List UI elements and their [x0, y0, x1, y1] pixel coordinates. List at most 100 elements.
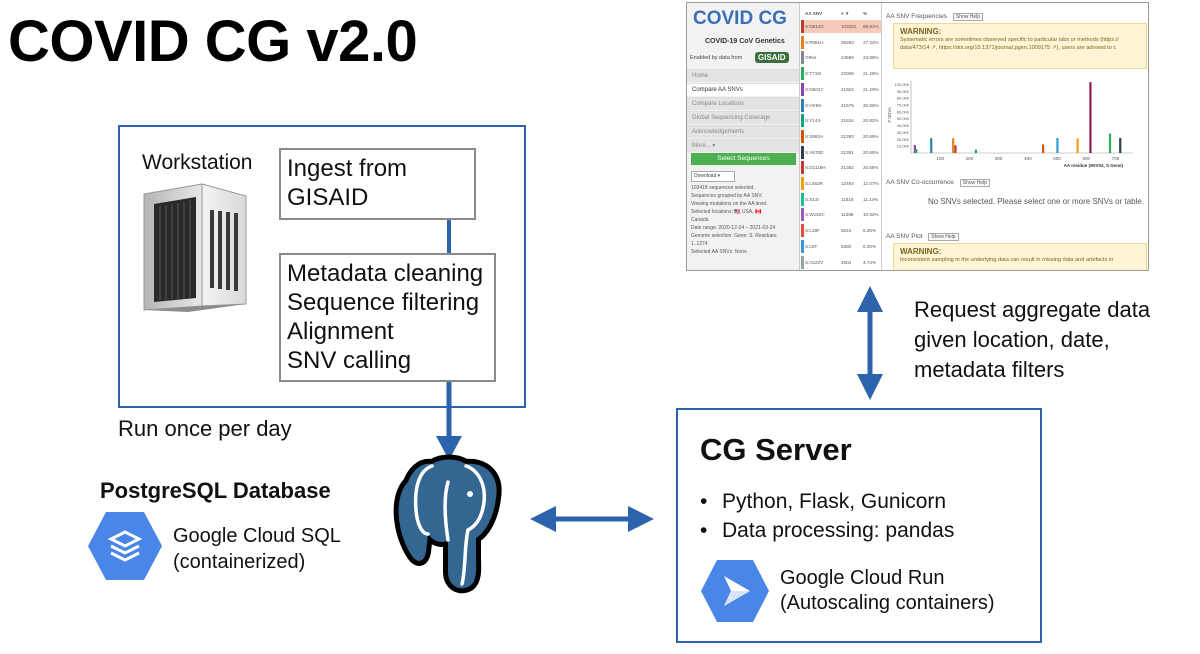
- row-color-swatch: [801, 20, 804, 33]
- pipeline-step: Sequence filtering: [287, 289, 480, 316]
- summary-line: Sequences grouped by AA SNV.: [691, 193, 763, 199]
- server-tech-item: Data processing: pandas: [700, 516, 954, 545]
- table-cell: S:N501Y: [805, 86, 824, 92]
- x-tick-label: 400: [1024, 156, 1032, 161]
- summary-line: 1..1274: [691, 241, 708, 247]
- table-cell: 20.86%: [863, 102, 879, 108]
- row-color-swatch: [801, 67, 804, 81]
- nav-item-sequencing-coverage[interactable]: Global Sequencing Coverage: [687, 111, 799, 124]
- postgresql-elephant-icon: [393, 454, 502, 594]
- table-header[interactable]: # ▼: [841, 11, 850, 16]
- schedule-label: Run once per day: [118, 416, 292, 441]
- row-color-swatch: [801, 35, 804, 49]
- chart-bar: [913, 145, 916, 153]
- warning-title: WARNING:: [900, 27, 942, 36]
- warning-panel: WARNING: Inconsistent sampling in the un…: [893, 243, 1147, 270]
- database-hosting-line: (containerized): [173, 551, 306, 573]
- table-row[interactable]: S:S982A 21393 20.69%: [801, 129, 881, 143]
- web-app-screenshot: COVID CG COVID-19 CoV Genetics Enabled b…: [686, 2, 1149, 271]
- request-line: given location, date,: [914, 327, 1110, 352]
- table-cell: 5.36%: [863, 228, 877, 234]
- table-header[interactable]: AA SNV: [805, 11, 823, 16]
- app-main-panel: AA SNV Frequencies Show Help WARNING: Sy…: [883, 3, 1148, 270]
- pipeline-step: Metadata cleaning: [287, 260, 484, 287]
- nav-item-home[interactable]: Home: [687, 69, 799, 82]
- server-hosting-line: Google Cloud Run: [780, 567, 945, 589]
- gisaid-logo: GISAID: [755, 52, 789, 63]
- y-tick-label: 70,000: [897, 103, 910, 108]
- table-cell: 21391: [841, 149, 854, 155]
- summary-line: Selected locations: 🇺🇸 USA, 🇨🇦: [691, 209, 762, 215]
- table-cell: S:D1118H: [805, 165, 826, 171]
- download-button[interactable]: Download ▾: [691, 171, 735, 182]
- freq-section-header: AA SNV Frequencies Show Help: [886, 13, 984, 21]
- x-tick-label: 200: [966, 156, 974, 161]
- table-cell: S:S982A: [805, 133, 824, 139]
- summary-line: Canada: [691, 217, 709, 223]
- nav-item-acknowledgements[interactable]: Acknowledgements: [687, 125, 799, 138]
- chart-bar: [1042, 144, 1045, 153]
- table-cell: S:A570D: [805, 149, 824, 155]
- table-cell: 21393: [841, 133, 854, 139]
- show-help-button[interactable]: Show Help: [959, 179, 990, 187]
- nav-item-compare-aa-snvs[interactable]: Compare AA SNVs: [687, 83, 799, 96]
- pipeline-step: Alignment: [287, 318, 394, 345]
- table-cell: 11298: [841, 212, 854, 218]
- row-color-swatch: [801, 82, 804, 96]
- summary-line: Genome selection: Gene: S. Residues:: [691, 233, 778, 239]
- cooc-empty-message: No SNVs selected. Please select one or m…: [927, 197, 1145, 206]
- row-color-swatch: [801, 161, 804, 175]
- nav-item-more[interactable]: More... ▾: [687, 139, 799, 152]
- warning-panel: WARNING: Systematic errors are sometimes…: [893, 23, 1147, 69]
- chart-bar: [930, 138, 933, 153]
- x-tick-label: 500: [1053, 156, 1061, 161]
- table-cell: 103321: [841, 24, 857, 29]
- row-color-swatch: [801, 192, 804, 206]
- plot-section-header: AA SNV Plot Show Help: [886, 233, 959, 241]
- show-help-button[interactable]: Show Help: [952, 13, 984, 21]
- table-cell: S:D614G: [805, 24, 824, 29]
- x-tick-label: 700: [1112, 156, 1120, 161]
- server-hosting-line: (Autoscaling containers): [780, 592, 995, 614]
- table-header[interactable]: %: [863, 11, 868, 16]
- chart-bar: [1089, 82, 1092, 153]
- x-axis-label: AA residue (WIV04, S Gene): [1064, 163, 1124, 168]
- row-color-swatch: [801, 114, 804, 128]
- table-cell: 5.20%: [863, 243, 877, 249]
- row-color-swatch: [801, 129, 804, 143]
- freq-section-title: AA SNV Frequencies: [886, 13, 948, 20]
- workstation-container: [118, 125, 526, 408]
- cooc-section-header: AA SNV Co-occurrence Show Help: [886, 179, 990, 187]
- table-cell: 20.69%: [863, 133, 879, 139]
- database-hosting-label: Google Cloud SQL (containerized): [173, 523, 341, 575]
- processing-steps-box: Metadata cleaning Sequence filtering Ali…: [279, 253, 496, 382]
- table-cell: S:W152C: [805, 212, 825, 218]
- warning-text: Inconsistent sampling in the underlying …: [900, 257, 1114, 263]
- request-line: Request aggregate data: [914, 297, 1151, 322]
- nav-item-compare-locations[interactable]: Compare Locations: [687, 97, 799, 110]
- warning-text: data/473/14 ↗, https://doi.org/10.1371/j…: [900, 45, 1117, 51]
- show-help-button[interactable]: Show Help: [928, 233, 959, 241]
- table-cell: Other: [805, 55, 817, 61]
- table-cell: 5380: [841, 243, 852, 249]
- select-sequences-button[interactable]: Select Sequences: [691, 153, 796, 165]
- chart-bar: [1108, 133, 1112, 153]
- y-tick-label: 20,000: [897, 137, 910, 142]
